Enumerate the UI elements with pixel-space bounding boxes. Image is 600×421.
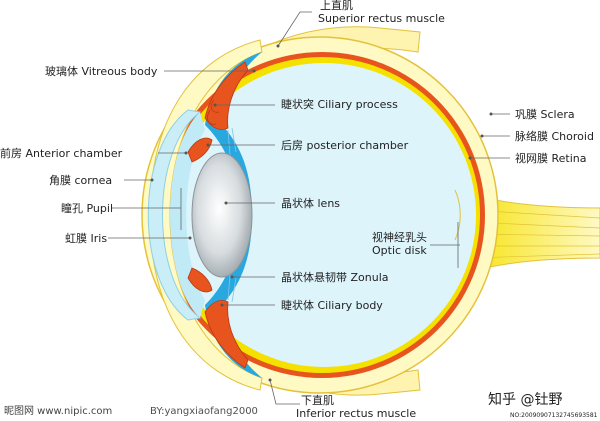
label-ciliary-process: 睫状突 Ciliary process (281, 97, 398, 111)
label-zonula: 晶状体悬韧带 Zonula (281, 270, 389, 284)
zonula-fibers (227, 127, 237, 303)
watermark-zhihu: 知乎 @钍野 (488, 391, 562, 408)
watermark-nipic: 昵图网 www.nipic.com (4, 405, 112, 417)
watermark-author: BY:yangxiaofang2000 (150, 406, 258, 417)
leader-lines (108, 11, 510, 405)
vitreous-body (172, 63, 476, 367)
watermark-id: NO:20090907132745693581 (510, 412, 598, 419)
label-retina: 视网膜 Retina (515, 151, 587, 165)
label-inferior-rectus-en: Inferior rectus muscle (296, 407, 416, 420)
anterior-chamber (170, 112, 205, 318)
ciliary-blue-layer (205, 52, 262, 378)
iris-bottom (187, 267, 213, 293)
label-optic-disk-en: Optic disk (372, 244, 427, 257)
label-anterior-chamber: 前房 Anterior chamber (0, 146, 123, 160)
label-pupil: 瞳孔 Pupil (61, 201, 113, 215)
label-ciliary-body: 睫状体 Ciliary body (281, 298, 383, 312)
ciliary-body-bottom (204, 300, 249, 369)
label-superior-rectus-cn: 上直肌 (320, 0, 353, 12)
label-sclera: 巩膜 Sclera (515, 108, 575, 121)
cornea (147, 109, 202, 321)
label-inferior-rectus-cn: 下直肌 (301, 393, 334, 407)
label-superior-rectus-en: Superior rectus muscle (318, 12, 445, 25)
label-choroid: 脉络膜 Choroid (515, 129, 594, 143)
label-posterior-chamber: 后房 posterior chamber (281, 139, 409, 152)
lens (191, 152, 253, 278)
label-vitreous: 玻璃体 Vitreous body (45, 64, 158, 78)
label-optic-disk-cn: 视神经乳头 (372, 230, 427, 244)
label-lens: 晶状体 lens (281, 196, 340, 210)
label-iris: 虹膜 Iris (65, 232, 107, 245)
iris-top (187, 137, 213, 163)
label-cornea: 角膜 cornea (49, 174, 112, 187)
